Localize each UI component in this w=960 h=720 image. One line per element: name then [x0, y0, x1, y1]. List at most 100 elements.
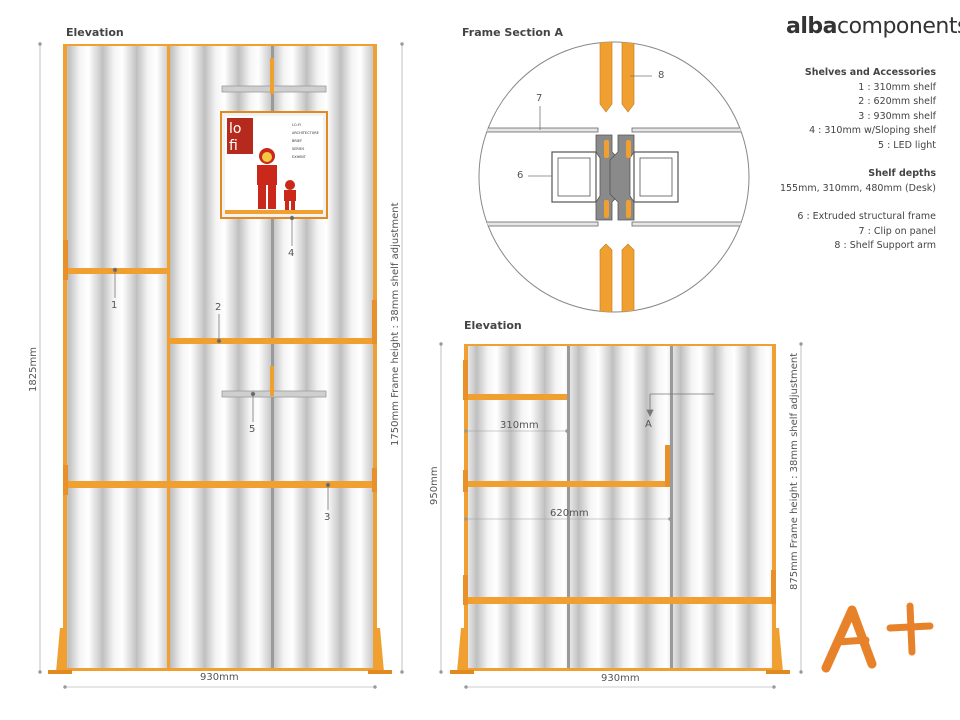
- svg-text:EXHIBIT: EXHIBIT: [292, 155, 307, 159]
- right-foot-base: [450, 670, 474, 674]
- svg-text:BRIEF: BRIEF: [292, 139, 302, 143]
- shelf-bracket: [665, 445, 670, 487]
- poster-figure-large: [257, 148, 277, 209]
- arm-hook: [604, 140, 609, 158]
- left-dimensions: [38, 42, 404, 689]
- title-frame-section: Frame Section A: [462, 26, 564, 39]
- shelf-support-arm: [599, 42, 613, 113]
- shelf-620: [170, 338, 375, 344]
- right-elevation: [439, 342, 803, 689]
- extruded-frame: [633, 151, 679, 203]
- poster-red-block: [227, 118, 253, 154]
- shelf-620: [466, 481, 670, 487]
- right-width-label: 930mm: [601, 673, 640, 684]
- legend-shelf-3: 3 : 930mm shelf: [858, 110, 936, 122]
- extruded-frame-inner: [639, 157, 673, 197]
- left-callouts: [112, 215, 331, 510]
- shelf-bracket: [463, 575, 468, 605]
- left-frame-bottom: [65, 668, 375, 671]
- shelf-support-arm: [621, 243, 635, 312]
- svg-text:LO-FI: LO-FI: [292, 123, 301, 127]
- legend-shelf-1: 1 : 310mm shelf: [858, 81, 936, 93]
- brand-logo: albacomponents: [786, 14, 960, 39]
- legend: Shelves and Accessories 1 : 310mm shelf …: [780, 66, 936, 254]
- section-callouts: [528, 75, 652, 177]
- left-frame-post: [167, 44, 170, 670]
- legend-depths-heading: Shelf depths: [868, 168, 936, 179]
- shelf-bracket: [63, 465, 68, 495]
- clip-on-panel: [631, 127, 749, 133]
- left-height-label: 1825mm: [28, 347, 39, 392]
- title-elevation-left: Elevation: [66, 26, 124, 39]
- legend-shelf-5: 5 : LED light: [878, 139, 936, 151]
- right-foot: [773, 628, 783, 672]
- shelf-support-arm: [599, 243, 613, 312]
- shelf-310-label: 310mm: [500, 420, 539, 431]
- section-marker-a: [646, 393, 714, 417]
- right-inner-dimensions: [464, 429, 672, 521]
- legend-shelf-2: 2 : 620mm shelf: [858, 96, 936, 107]
- arm-hook: [626, 140, 631, 158]
- brand-light: components: [836, 14, 960, 39]
- arm-hook: [626, 200, 631, 218]
- frame-section-detail: [478, 41, 750, 313]
- left-width-label: 930mm: [200, 672, 239, 683]
- callout-5: 5: [249, 424, 256, 435]
- arm-hook: [604, 200, 609, 218]
- legend-part-7: 7 : Clip on panel: [858, 225, 936, 237]
- callout-7: 7: [536, 93, 543, 104]
- legend-part-6: 6 : Extruded structural frame: [797, 211, 936, 222]
- callout-4: 4: [288, 248, 295, 259]
- shelf-bracket: [372, 468, 377, 492]
- right-frame-post: [464, 344, 468, 672]
- extruded-frame-inner: [557, 157, 591, 197]
- legend-part-8: 8 : Shelf Support arm: [834, 240, 936, 251]
- poster-big-letters: fi: [229, 138, 238, 154]
- extruded-frame: [551, 151, 597, 203]
- right-frame-post: [772, 344, 776, 672]
- left-frame-post: [63, 44, 67, 672]
- right-frame-bottom: [466, 668, 774, 671]
- left-foot: [374, 628, 384, 672]
- a-plus-logo: [821, 602, 934, 673]
- shelf-bracket: [372, 300, 377, 344]
- callout-6: 6: [517, 170, 524, 181]
- svg-text:SERIES: SERIES: [292, 147, 305, 151]
- poster-text: LO-FI ARCHITECTURE BRIEF SERIES EXHIBIT: [292, 123, 319, 159]
- brand-bold: alba: [786, 14, 837, 39]
- right-frame-top: [466, 344, 774, 346]
- shelf-bracket: [463, 470, 468, 492]
- callout-1: 1: [111, 300, 118, 311]
- clip-on-panel: [479, 221, 599, 227]
- clip-on-panel: [631, 221, 749, 227]
- right-dimensions: [439, 342, 803, 689]
- left-elevation: lo fi LO-FI ARCHITECTURE BRIEF SERIES EX…: [38, 42, 404, 689]
- poster-ledge: [225, 210, 323, 214]
- right-foot-base: [766, 670, 790, 674]
- title-elevation-right: Elevation: [464, 319, 522, 332]
- clip-on-panel: [479, 127, 599, 133]
- legend-shelves-heading: Shelves and Accessories: [804, 67, 936, 78]
- left-frame-post: [373, 44, 377, 672]
- legend-shelf-4: 4 : 310mm w/Sloping shelf: [809, 125, 936, 136]
- shelf-310: [466, 394, 567, 400]
- right-foot: [457, 628, 467, 672]
- left-foot-base: [48, 670, 72, 674]
- svg-text:ARCHITECTURE: ARCHITECTURE: [292, 131, 319, 135]
- left-foot-base: [368, 670, 392, 674]
- left-frame-post: [271, 44, 274, 670]
- poster-figure-small: [284, 180, 296, 211]
- callout-2: 2: [215, 302, 222, 313]
- callout-3: 3: [324, 512, 331, 523]
- right-panels: [466, 344, 774, 670]
- right-frame-post: [567, 344, 570, 670]
- callout-8: 8: [658, 70, 665, 81]
- shelf-930: [466, 597, 774, 604]
- left-frame-height-label: 1750mm Frame height : 38mm shelf adjustm…: [390, 202, 401, 447]
- poster-big-letters: lo: [229, 121, 241, 137]
- legend-depths: 155mm, 310mm, 480mm (Desk): [779, 182, 936, 194]
- shelf-support-arm: [621, 42, 635, 113]
- right-frame-post: [670, 344, 673, 670]
- left-foot: [56, 628, 66, 672]
